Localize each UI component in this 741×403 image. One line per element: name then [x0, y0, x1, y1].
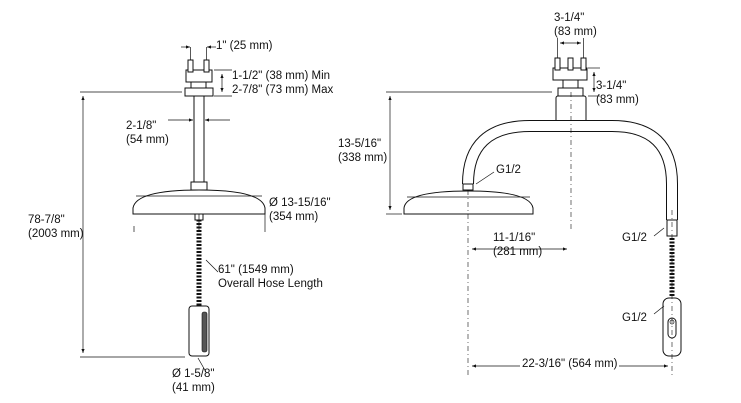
right-valve-body: [552, 48, 588, 127]
hose-length-caption: Overall Hose Length: [218, 278, 323, 290]
valve-height-in-label: 3-1/4": [596, 80, 627, 92]
valve-spacing-in-label: 3-1/4": [554, 12, 585, 24]
valve-spacing-mm-label: (83 mm): [554, 26, 597, 38]
head-diameter-mm-label: (354 mm): [269, 211, 319, 223]
arm-reach-mm-label: (281 mm): [493, 246, 543, 258]
flange-max-label: 2-7/8" (73 mm) Max: [232, 84, 334, 96]
hose-length-label: 61" (1549 mm): [218, 264, 294, 276]
flange-min-label: 1-1/2" (38 mm) Min: [232, 70, 331, 82]
overall-reach-label: 22-3/16" (564 mm): [520, 358, 620, 371]
head-height-mm-label: (338 mm): [338, 152, 388, 164]
head-diameter-in-label: Ø 13-15/16": [269, 197, 331, 209]
head-height-in-label: 13-5/16": [338, 138, 382, 150]
left-riser-pipe: [193, 95, 205, 183]
left-shower-system: [80, 45, 266, 373]
valve-height-mm-label: (83 mm): [596, 94, 639, 106]
total-height-mm-label: (2003 mm): [28, 228, 84, 240]
handle-diameter-in-label: Ø 1-5/8": [172, 368, 215, 380]
head-connection-label: G1/2: [496, 164, 521, 176]
left-shower-head: [132, 181, 266, 215]
left-valve-body: [184, 52, 214, 97]
valve-width-label: 1" (25 mm): [216, 40, 273, 52]
arm-dim-mm-label: (54 mm): [126, 134, 169, 146]
left-handshower: [188, 305, 210, 357]
arm-dim-in-label: 2-1/8": [126, 120, 157, 132]
handle-diameter-mm-label: (41 mm): [172, 382, 215, 394]
right-shower-system: [386, 38, 682, 375]
right-shower-head: [403, 183, 534, 215]
total-height-in-label: 78-7/8": [28, 214, 65, 226]
hose-top-connection-label: G1/2: [622, 232, 647, 244]
hose-bottom-connection-label: G1/2: [622, 312, 647, 324]
arm-reach-in-label: 11-1/16": [493, 232, 536, 244]
